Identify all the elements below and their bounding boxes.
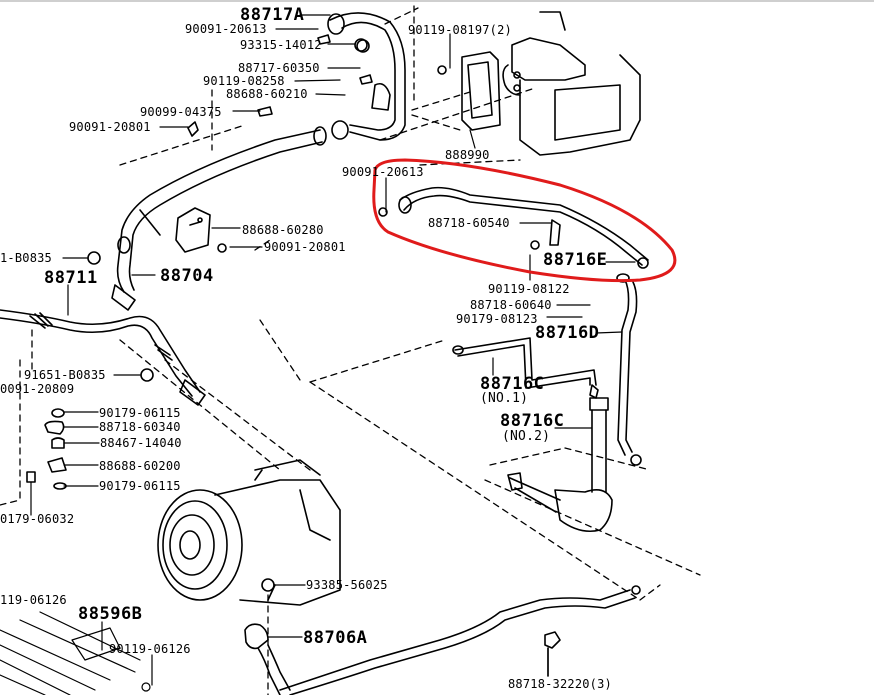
compressor (157, 459, 341, 606)
label-88716C-no2: 88716C (500, 411, 565, 431)
pipe-88716E (378, 186, 649, 269)
label-91651-B0835-b: 91651-B0835 (24, 368, 106, 382)
dashed-line (484, 479, 701, 576)
label-88718-60640: 88718-60640 (470, 298, 552, 312)
leader-lines (30, 14, 636, 686)
label-88688-60200: 88688-60200 (99, 459, 181, 473)
label-90091-20613-b: 90091-20613 (342, 165, 424, 179)
hose-88717A (327, 12, 406, 141)
dashed-line (411, 114, 461, 131)
label-93385-56025: 93385-56025 (306, 578, 388, 592)
clip-88718-32220 (544, 631, 561, 677)
dashed-reference-lines (0, 5, 701, 695)
dashed-line (309, 339, 446, 383)
label-88718-32220: 88718-32220(3) (508, 677, 612, 691)
dashed-line (259, 319, 301, 381)
dashed-line (639, 584, 661, 601)
label-88716E: 88716E (543, 250, 608, 270)
label-88716D: 88716D (535, 323, 600, 343)
evaporator-housing (502, 11, 641, 156)
label-90119-08197: 90119-08197(2) (408, 23, 512, 37)
label-90091-20801-b: 90091-20801 (264, 240, 346, 254)
dashed-line (164, 359, 311, 471)
highlight-circle (372, 158, 677, 283)
hose-88704 (111, 126, 327, 311)
window-top-border (0, 0, 874, 2)
label-88688-60210: 88688-60210 (226, 87, 308, 101)
dashed-line (309, 381, 641, 601)
gasket-888990 (437, 51, 501, 131)
bracket-88688-60280 (175, 207, 227, 253)
label-88716C-no2-note: (NO.2) (502, 429, 551, 444)
label-90119-08122: 90119-08122 (488, 282, 570, 296)
dashed-line (0, 499, 21, 506)
label-888990: 888990 (445, 148, 490, 162)
label-90179-08123: 90179-08123 (456, 312, 538, 326)
label-88706A: 88706A (303, 628, 368, 648)
dashed-line (411, 91, 471, 111)
label-90119-06126: 119-06126 (0, 593, 67, 607)
label-91651-B0835: 1-B0835 (0, 251, 52, 265)
label-88704: 88704 (160, 266, 214, 286)
label-88718-60540: 88718-60540 (428, 216, 510, 230)
dashed-line (379, 87, 536, 141)
fittings-left-group (26, 251, 154, 490)
label-88467-14040: 88467-14040 (100, 436, 182, 450)
label-plate-88596B (71, 627, 121, 661)
dashed-line (254, 239, 271, 251)
label-88716C-no1: 88716C (480, 374, 545, 394)
dashed-line (119, 339, 281, 471)
fittings-top-group (187, 34, 373, 137)
label-90091-20809: 0091-20809 (0, 382, 75, 396)
hose-88711 (0, 309, 206, 406)
label-88596B: 88596B (78, 604, 143, 624)
dashed-line (119, 124, 246, 166)
label-88716C-no1-note: (NO.1) (480, 391, 529, 406)
pipe-88716C-no2 (507, 397, 613, 533)
label-90179-06032: 0179-06032 (0, 512, 75, 526)
label-88717A: 88717A (240, 5, 305, 25)
label-90099-04375: 90099-04375 (140, 105, 222, 119)
label-88711: 88711 (44, 268, 98, 288)
dashed-line (419, 159, 521, 166)
dashed-line (564, 447, 651, 471)
label-88688-60280: 88688-60280 (242, 223, 324, 237)
condenser (0, 611, 151, 695)
label-90179-06115: 90179-06115 (99, 406, 181, 420)
label-88718-60340: 88718-60340 (99, 420, 181, 434)
hose-88706A (244, 585, 641, 695)
label-90091-20801: 90091-20801 (69, 120, 151, 134)
label-90091-20613: 90091-20613 (185, 22, 267, 36)
label-90179-06115-b: 90179-06115 (99, 479, 181, 493)
pipe-88716D (616, 273, 642, 466)
dashed-line (384, 7, 419, 25)
dashed-line (489, 447, 566, 466)
label-90119-06126-b: 90119-06126 (109, 642, 191, 656)
label-88717-60350: 88717-60350 (238, 61, 320, 75)
label-90119-08258: 90119-08258 (203, 74, 285, 88)
label-93315-14012: 93315-14012 (240, 38, 322, 52)
fitting-93385-56025 (261, 578, 275, 592)
